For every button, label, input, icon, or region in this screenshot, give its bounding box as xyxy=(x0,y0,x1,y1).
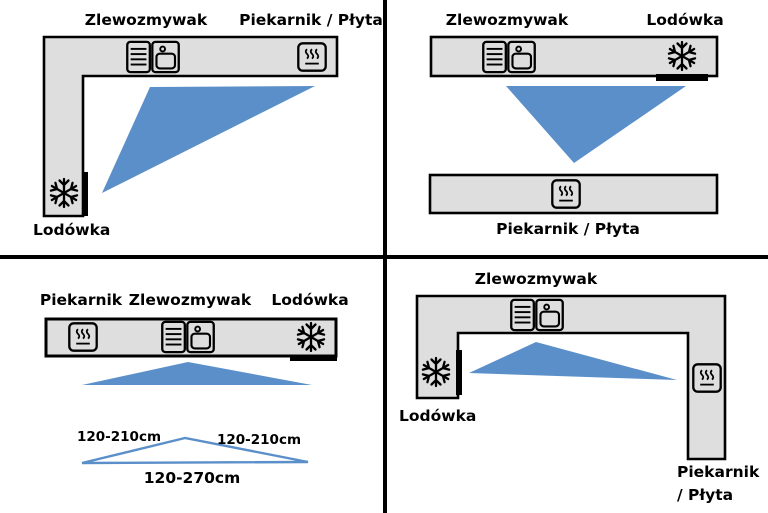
q1-shapes xyxy=(42,35,339,218)
quadrant-l-shaped-kitchen: Zlewozmywak Piekarnik / Płyta Lodówka xyxy=(0,0,384,256)
q2-top-counter xyxy=(429,35,719,78)
oven-icon xyxy=(551,179,581,209)
q4-sink-label: Zlewozmywak xyxy=(474,270,598,288)
q1-fridge-label: Lodówka xyxy=(33,221,111,239)
q1-sink-label: Zlewozmywak xyxy=(84,11,208,29)
sink-icon xyxy=(510,298,564,332)
q2-fridge-label: Lodówka xyxy=(646,11,724,29)
oven-icon xyxy=(297,42,327,72)
horizontal-divider xyxy=(0,255,768,259)
oven-icon xyxy=(68,322,98,352)
q2-sink-label: Zlewozmywak xyxy=(445,11,569,29)
q2-fridge-bar xyxy=(656,74,708,81)
q4-fridge-bar xyxy=(456,350,462,395)
q4-u-counter xyxy=(415,294,727,461)
snowflake-icon xyxy=(666,40,698,72)
q3-work-triangle xyxy=(82,362,312,385)
quadrant-l-shaped-kitchen-mirrored: Zlewozmywak Lodówka Piekarnik / Płyta xyxy=(384,256,768,512)
q4-shapes xyxy=(415,294,727,461)
q3-fridge-label: Lodówka xyxy=(271,291,349,309)
snowflake-icon xyxy=(295,321,327,353)
q3-dim-right: 120-210cm xyxy=(216,432,302,448)
oven-icon xyxy=(692,363,722,393)
q1-oven-hob-label: Piekarnik / Płyta xyxy=(239,11,383,29)
q2-work-triangle xyxy=(506,86,686,163)
q3-dim-bottom: 120-270cm xyxy=(143,469,241,487)
quadrant-galley-kitchen: Zlewozmywak Lodówka Piekarnik / Płyta xyxy=(384,0,768,256)
q3-sink-label: Zlewozmywak xyxy=(128,291,252,309)
q2-oven-hob-label: Piekarnik / Płyta xyxy=(496,220,640,238)
snowflake-icon xyxy=(420,356,452,388)
q4-fridge-label: Lodówka xyxy=(399,407,477,425)
q3-fridge-bar xyxy=(290,355,337,361)
sink-icon xyxy=(482,40,536,74)
q4-oven-label-line1: Piekarnik xyxy=(677,463,760,481)
q1-work-triangle xyxy=(102,86,315,193)
quadrant-single-line-kitchen: Piekarnik Zlewozmywak Lodówka 120-210cm … xyxy=(0,256,384,512)
sink-icon xyxy=(126,40,180,74)
q4-work-triangle xyxy=(469,342,677,380)
q2-shapes xyxy=(428,35,719,215)
q4-oven-label-line2: / Płyta xyxy=(677,486,734,504)
q3-dim-left: 120-210cm xyxy=(76,429,162,445)
sink-icon xyxy=(161,320,215,354)
q3-oven-label: Piekarnik xyxy=(39,291,123,309)
snowflake-icon xyxy=(48,177,80,209)
q3-dimension-triangle xyxy=(81,436,309,465)
q1-fridge-bar xyxy=(82,172,88,216)
